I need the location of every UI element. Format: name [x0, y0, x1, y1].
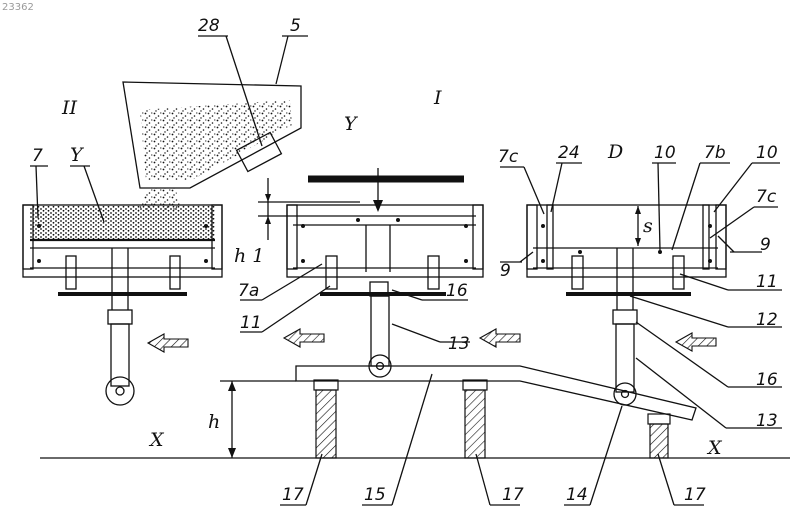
dimension-h-arrow-down	[228, 448, 236, 458]
label-s: s	[643, 215, 653, 237]
label-d: D	[607, 141, 623, 163]
direction-arrow-center-left	[284, 329, 324, 347]
label-9-left: 9	[500, 261, 511, 281]
label-12: 12	[756, 310, 778, 330]
label-7-left: 7	[32, 146, 43, 166]
label-17-c: 17	[684, 485, 706, 505]
hopper	[123, 82, 301, 210]
direction-arrow-center-right	[480, 329, 520, 347]
label-h: h	[208, 411, 220, 433]
label-16-right: 16	[756, 370, 778, 390]
label-7c-right: 7c	[756, 187, 777, 207]
watermark-text: 23362	[2, 2, 34, 13]
label-10-b: 10	[756, 143, 778, 163]
module-left	[23, 205, 222, 405]
label-11-center: 11	[240, 313, 262, 333]
label-11-right: 11	[756, 272, 778, 292]
spring-right	[648, 414, 670, 458]
label-5: 5	[290, 16, 301, 36]
direction-arrow-left	[148, 334, 188, 352]
label-13-right: 13	[756, 411, 778, 431]
label-24: 24	[558, 143, 580, 163]
label-7b: 7b	[704, 143, 726, 163]
label-13-center: 13	[448, 334, 470, 354]
label-14: 14	[566, 485, 588, 505]
spring-left	[314, 380, 338, 458]
label-h1: h 1	[234, 245, 264, 267]
label-28: 28	[198, 16, 220, 36]
spring-middle	[463, 380, 487, 458]
label-y-center: Y	[344, 113, 359, 135]
label-7c-top: 7c	[498, 147, 519, 167]
label-x-left: X	[148, 429, 165, 451]
label-10-a: 10	[654, 143, 676, 163]
label-section-1: I	[433, 87, 442, 109]
dimension-h-arrow-up	[228, 381, 236, 391]
label-section-2: II	[61, 97, 78, 119]
label-y-left: Y	[70, 144, 85, 166]
label-7a: 7a	[238, 281, 259, 301]
direction-arrow-right	[676, 333, 716, 351]
label-15: 15	[364, 485, 386, 505]
label-17-b: 17	[502, 485, 524, 505]
label-16-center: 16	[446, 281, 468, 301]
label-17-a: 17	[282, 485, 304, 505]
label-x-right: X	[706, 437, 723, 459]
leader-lines	[30, 36, 782, 505]
label-9-right: 9	[760, 235, 771, 255]
